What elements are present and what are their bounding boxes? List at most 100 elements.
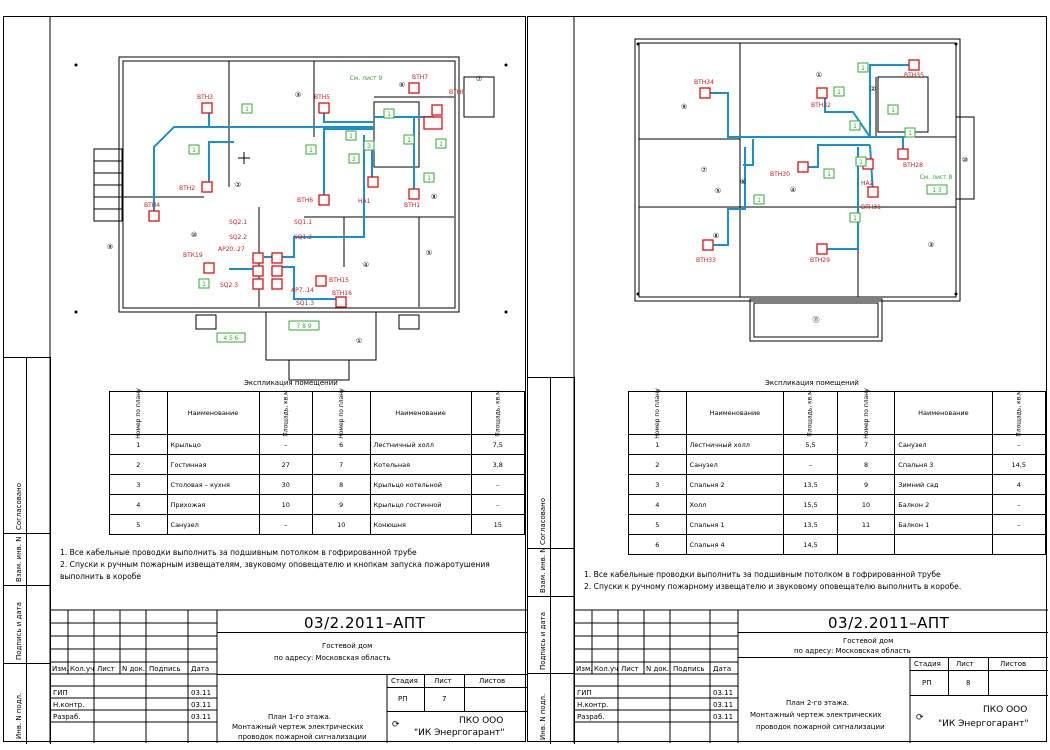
room-marker: ⑥	[740, 178, 746, 186]
rooms-table-2: Номер по плану Наименование Площадь, кв.…	[628, 388, 1047, 555]
rooms-title: Экспликация помещений	[765, 379, 859, 387]
note-1: 1. Все кабельные проводки выполнить за п…	[584, 570, 941, 579]
header-area: Площадь, кв.м	[494, 390, 502, 437]
room-marker: ⑨	[681, 103, 687, 111]
cable-tag: 1	[853, 215, 857, 222]
sheet-header: Лист	[434, 677, 452, 685]
org-line-1: ПКО ООО	[459, 716, 504, 726]
stage-header: Стадия	[391, 677, 418, 685]
header-num: Номер по плану	[337, 388, 345, 439]
tb-col-list: Лист	[621, 665, 639, 673]
room-marker: ⑥	[399, 81, 405, 89]
drawing-sheet-1: Согласовано Взам. инв. N Подпись и дата …	[3, 16, 527, 744]
tb-role-gip: ГИП	[577, 689, 592, 697]
tb-col-list: Лист	[97, 665, 115, 673]
header-area: Площадь, кв.м	[1015, 390, 1023, 437]
note-1: 1. Все кабельные проводки выполнить за п…	[60, 548, 417, 557]
cable-tag: 1	[908, 130, 912, 137]
room-marker: ⑧	[431, 193, 437, 201]
header-name: Наименование	[369, 391, 472, 435]
room-marker: ②	[870, 85, 876, 93]
floor-plan-2: ВТН34 ВТН32 ВТН35 ВТН30 НА2 ВТН31 ВТН28 …	[573, 17, 1048, 743]
label-vtn33: ВТН33	[696, 257, 716, 264]
floor-plan-1: ВТН3 ВТН5 ВТН7 ВТН8 ВТН2 ВТН4 ВТН6 ВТН1 …	[49, 17, 527, 743]
sheets-header: Листов	[1000, 660, 1027, 668]
tb-date: 03.11	[713, 701, 734, 709]
tb-col-ndok: N док.	[646, 665, 670, 673]
room-marker: ⑧	[713, 232, 719, 240]
rooms-title: Экспликация помещений	[244, 379, 338, 387]
cable-tag: 1	[245, 106, 249, 113]
tb-col-izm: Изм.	[576, 665, 593, 673]
cable-bundle-789: 7 8 9	[296, 323, 311, 330]
header-name: Наименование	[685, 391, 785, 435]
label-vtn7: ВТН7	[412, 74, 428, 81]
stage-value: РП	[922, 679, 932, 687]
object-name: Гостевой дом	[843, 637, 894, 645]
tb-date: 03.11	[713, 689, 734, 697]
cable-tag: 1	[859, 159, 863, 166]
label-na2: НА2	[861, 180, 874, 187]
tb-col-koluch: Кол.уч	[594, 665, 619, 673]
drawing-sheet-2: Согласовано Взам. инв. N Подпись и дата …	[527, 16, 1048, 744]
room-marker: ⑤	[715, 187, 721, 195]
tb-col-date: Дата	[713, 665, 732, 673]
titleblock-grid: Изм. Кол.уч Лист N док. Подпись Дата ГИП…	[50, 610, 217, 743]
room-marker: ⑩	[191, 231, 197, 239]
cable-tag: 1	[757, 197, 761, 204]
cable-tag: 1	[837, 89, 841, 96]
tb-date: 03.11	[191, 689, 212, 697]
object-name: Гостевой дом	[322, 642, 373, 650]
label-vtn4: ВТН4	[144, 202, 160, 209]
sheet-title-3: проводок пожарной сигнализации	[238, 733, 367, 741]
tb-date: 03.11	[713, 713, 734, 721]
label-sq12: SQ1.2	[294, 234, 312, 241]
label-sq11: SQ1.1	[294, 219, 312, 226]
cable-bundle-13: 1 3	[932, 187, 942, 194]
room-marker: ⑤	[426, 249, 432, 257]
tb-role-nkontr: Н.контр.	[577, 701, 609, 709]
tb-col-izm: Изм.	[52, 665, 69, 673]
label-vtn30: ВТН30	[770, 171, 790, 178]
room-marker: ②	[235, 181, 241, 189]
object-address: по адресу: Московская область	[794, 647, 911, 655]
cable-tag: 3	[367, 143, 371, 150]
label-vtn15: ВТН15	[329, 277, 349, 284]
label-ar7-14: АР7..14	[291, 287, 314, 294]
room-marker: ①	[816, 71, 822, 79]
label-vtn6: ВТН6	[297, 197, 313, 204]
room-marker: ④	[363, 261, 369, 269]
cable-bundle-456: 4 5 6	[223, 335, 238, 342]
stage-value: РП	[398, 695, 408, 703]
room-marker: ④	[790, 186, 796, 194]
cable-tag: 1	[387, 111, 391, 118]
tb-role-gip: ГИП	[53, 689, 68, 697]
sheet-title-1: План 1-го этажа.	[268, 713, 332, 721]
header-area: Площадь, кв.м	[807, 390, 815, 437]
sheet-title-3: проводок пожарной сигнализации	[756, 723, 885, 731]
label-vtn1: ВТН1	[404, 202, 420, 209]
label-vtn32: ВТН32	[811, 102, 831, 109]
cable-tag: 1	[309, 147, 313, 154]
cable-tag: 1	[192, 147, 196, 154]
cable-tag: 1	[853, 123, 857, 130]
room-marker: ⑦	[476, 75, 482, 83]
cable-tag: 1	[427, 175, 431, 182]
org-line-2: "ИК Энергогарант"	[938, 719, 1029, 729]
label-vtn28: ВТН28	[903, 162, 923, 169]
cable-tag: 1	[202, 281, 206, 288]
tb-col-ndok: N док.	[122, 665, 146, 673]
org-line-2: "ИК Энергогарант"	[414, 728, 505, 738]
header-num: Номер по плану	[134, 388, 142, 439]
company-logo-icon: ⟳	[392, 720, 400, 730]
note-2-cont: выполнить в коробе	[60, 572, 142, 581]
tb-role-razrab: Разраб.	[53, 713, 81, 721]
cable-tag: 2	[352, 156, 356, 163]
sheet-title-1: План 2-го этажа.	[786, 699, 850, 707]
label-vtn5: ВТН5	[314, 94, 330, 101]
label-vtn16: ВТН16	[332, 290, 352, 297]
label-ar20-27: АР20..27	[218, 246, 245, 253]
